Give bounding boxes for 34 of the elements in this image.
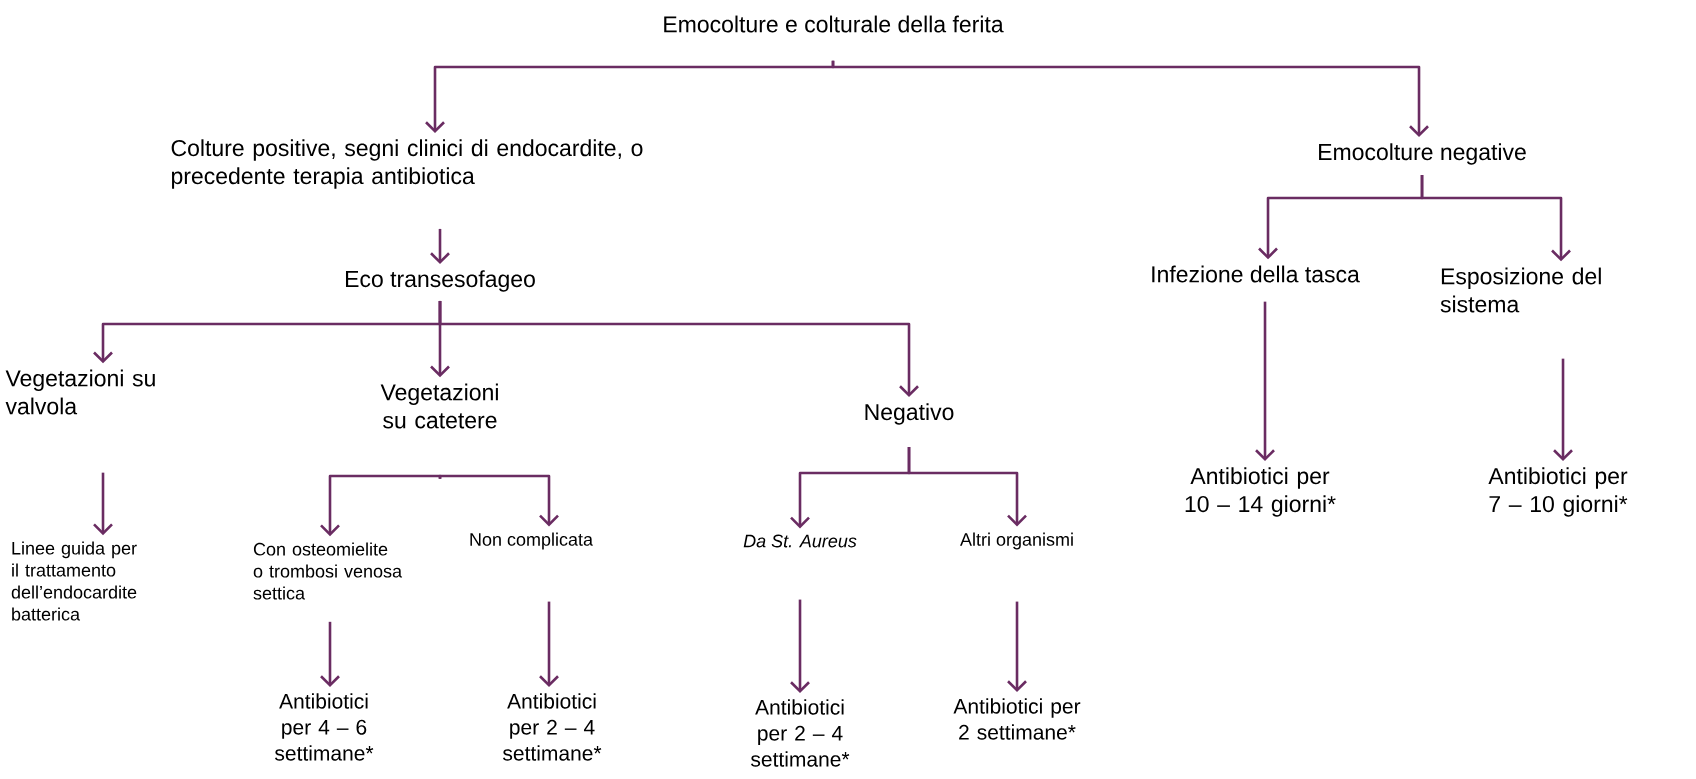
- arrow: [320, 621, 340, 688]
- label-text: Antibiotici per 7 – 10 giorni*: [1488, 467, 1628, 517]
- label-text: Non complicata: [470, 532, 593, 550]
- label-text: Infezione della tasca: [1152, 265, 1360, 283]
- arrow: [320, 474, 442, 537]
- arrow: [1553, 358, 1573, 462]
- label-text: Negativo: [865, 403, 954, 425]
- arrow: [1255, 301, 1275, 462]
- label-text: Vegetazioni su catetere: [380, 383, 498, 429]
- label-text: Altri organismi: [960, 532, 1073, 550]
- label-text: Antibiotici per 4 – 6 settimane*: [275, 693, 374, 761]
- label-text: Da St. Aureus: [743, 534, 857, 548]
- label-text: Con osteomielite o trombosi venosa settica: [253, 542, 403, 600]
- arrow: [907, 446, 1027, 527]
- label-text: Emocolture negative: [1319, 143, 1526, 165]
- arrow: [438, 474, 559, 527]
- arrow: [93, 472, 113, 536]
- arrow: [831, 60, 1429, 138]
- label-text: Antibiotici per 10 – 14 giorni*: [1185, 467, 1336, 517]
- arrow: [539, 601, 559, 688]
- arrow: [1420, 174, 1571, 262]
- label-text: Eco transesofageo: [346, 270, 535, 292]
- label-text: Antibiotici per 2 settimane*: [953, 698, 1081, 740]
- arrow: [430, 228, 450, 265]
- label-text: Linee guida per il trattamento dell’endocardite batterica: [11, 541, 137, 621]
- label-text: Antibiotici per 2 – 4 settimane*: [751, 699, 850, 767]
- label-text: Antibiotici per 2 – 4 settimane*: [503, 693, 602, 761]
- label-text: Colture positive, segni clinici di endocardite, o precedente terapia antibiotica: [171, 139, 643, 189]
- label-text: Vegetazioni su valvola: [5, 369, 155, 415]
- arrow: [438, 300, 919, 398]
- label-text: Esposizione del sistema: [1440, 267, 1601, 313]
- label-text: Emocolture e colturale della ferita: [664, 15, 1004, 33]
- arrow: [790, 599, 810, 694]
- arrow: [1007, 601, 1027, 693]
